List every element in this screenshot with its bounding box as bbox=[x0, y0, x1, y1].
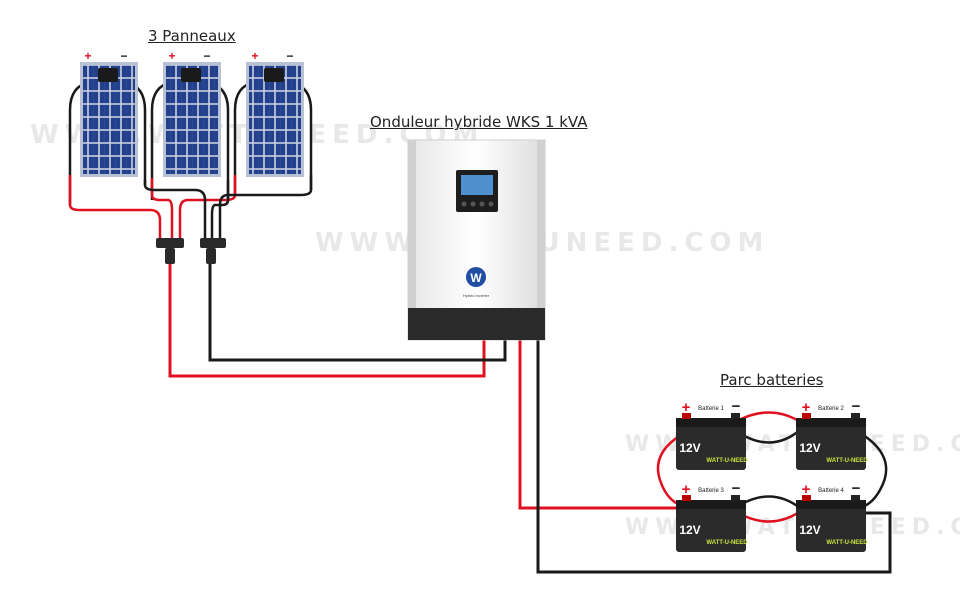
hybrid-inverter: W Hybrid Inverter bbox=[407, 139, 546, 341]
battery-2-name: Batterie 2 bbox=[818, 406, 844, 412]
panel-3-plus-label: + bbox=[251, 49, 258, 63]
battery-3-brand: WATT-U-NEED bbox=[706, 540, 748, 546]
inverter-logo-caption: Hybrid Inverter bbox=[463, 293, 490, 298]
panel-2-minus-label: − bbox=[203, 49, 210, 63]
battery-4 bbox=[796, 495, 866, 552]
inverter-lcd-screen bbox=[461, 175, 493, 195]
pv-positive-feed bbox=[168, 264, 486, 378]
battery-2-voltage: 12V bbox=[799, 441, 820, 455]
battery-2-minus-label: − bbox=[852, 398, 861, 415]
battery-1-plus-label: + bbox=[682, 399, 691, 416]
battery-1-voltage: 12V bbox=[679, 441, 700, 455]
panels-title: 3 Panneaux bbox=[148, 27, 236, 45]
battery-4-minus-label: − bbox=[852, 480, 861, 497]
battery-negative-feed bbox=[536, 340, 892, 574]
panel2-negative-wire bbox=[210, 180, 230, 240]
battery-positive-feed bbox=[518, 340, 690, 510]
panel2-positive-wire bbox=[150, 178, 174, 240]
battery-4-brand: WATT-U-NEED bbox=[826, 540, 868, 546]
battery-3-minus-label: − bbox=[732, 480, 741, 497]
inverter-logo bbox=[466, 267, 486, 287]
panel3-negative-wire bbox=[218, 175, 313, 240]
battery-3-voltage: 12V bbox=[679, 523, 700, 537]
solar-panel-3 bbox=[246, 62, 304, 177]
battery-1 bbox=[676, 413, 746, 470]
panel-2-plus-label: + bbox=[168, 49, 175, 63]
inverter-button-2 bbox=[470, 201, 476, 207]
battery-3-name: Batterie 3 bbox=[698, 488, 724, 494]
battery-bank-title: Parc batteries bbox=[720, 371, 824, 389]
panel-3-minus-label: − bbox=[286, 49, 293, 63]
inverter-logo-letter: W bbox=[470, 271, 482, 285]
mc4-y-connector-positive bbox=[156, 238, 184, 264]
pv-negative-feed bbox=[208, 264, 507, 362]
battery-4-name: Batterie 4 bbox=[818, 488, 844, 494]
battery-2-plus-label: + bbox=[802, 399, 811, 416]
battery-1-minus-label: − bbox=[732, 398, 741, 415]
battery-2 bbox=[796, 413, 866, 470]
battery-1-brand: WATT-U-NEED bbox=[706, 458, 748, 464]
battery-3-plus-label: + bbox=[682, 481, 691, 498]
panel1-positive-wire bbox=[68, 175, 162, 240]
mc4-y-connector-negative bbox=[200, 238, 226, 264]
battery-1-name: Batterie 1 bbox=[698, 406, 724, 412]
inverter-button-4 bbox=[488, 201, 494, 207]
battery-3 bbox=[676, 495, 746, 552]
inverter-title: Onduleur hybride WKS 1 kVA bbox=[370, 113, 588, 131]
panel-1-minus-label: − bbox=[120, 49, 127, 63]
solar-panel-2 bbox=[163, 62, 221, 177]
battery-4-plus-label: + bbox=[802, 481, 811, 498]
panel3-positive-wire bbox=[178, 175, 237, 240]
battery-2-brand: WATT-U-NEED bbox=[826, 458, 868, 464]
panel1-negative-wire bbox=[143, 180, 207, 240]
inverter-button-3 bbox=[479, 201, 485, 207]
solar-panel-1 bbox=[80, 62, 138, 177]
battery-4-voltage: 12V bbox=[799, 523, 820, 537]
panel-1-plus-label: + bbox=[84, 49, 91, 63]
inverter-button-1 bbox=[461, 201, 467, 207]
